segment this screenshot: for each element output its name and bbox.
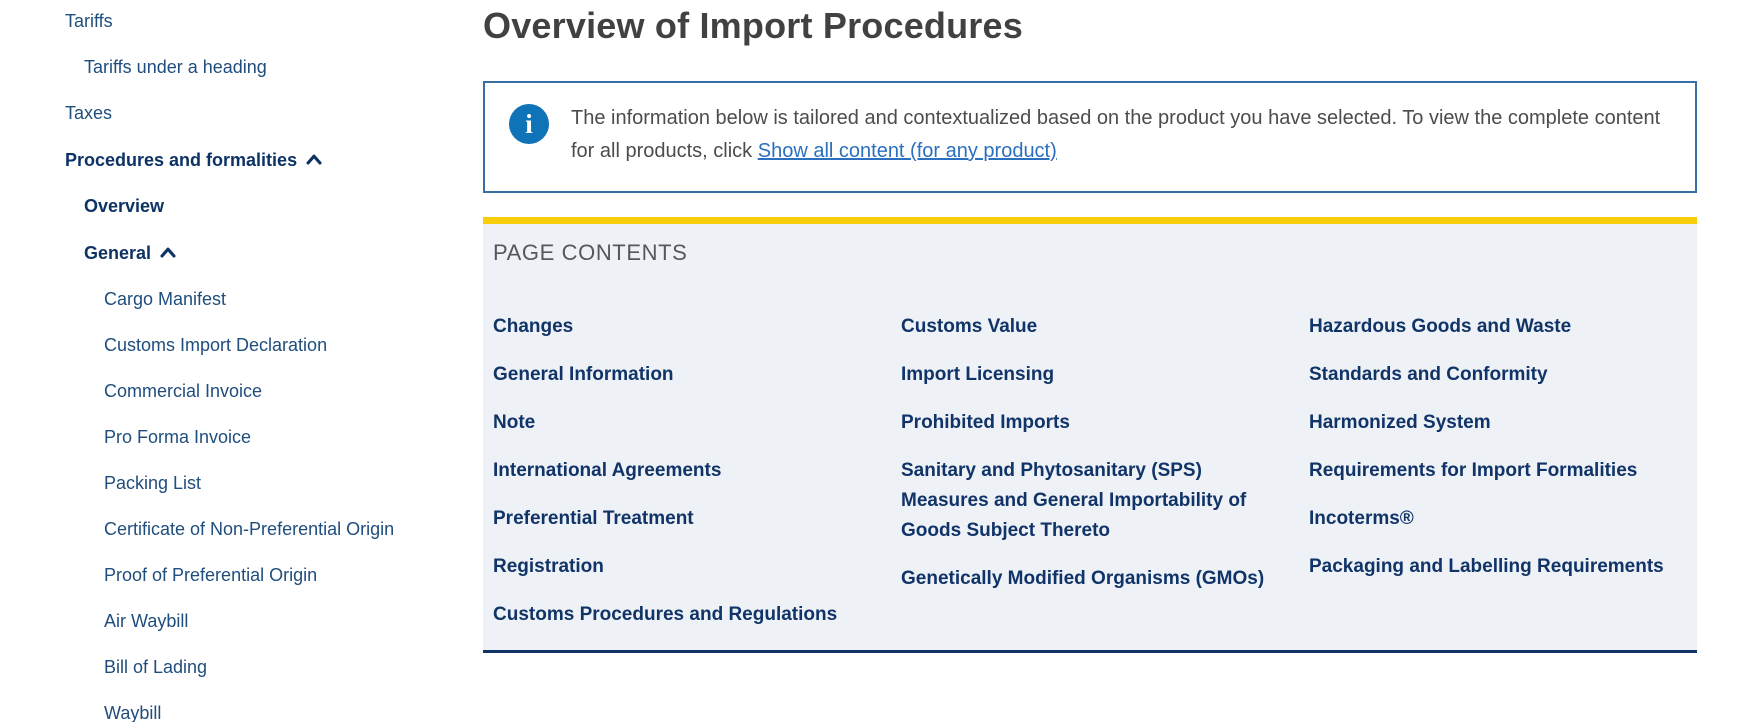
sidebar-item-label: Pro Forma Invoice — [104, 427, 252, 447]
page-contents-link-general-information[interactable]: General Information — [493, 364, 674, 385]
page-contents-link-genetically-modified-organisms-gmos[interactable]: Genetically Modified Organisms (GMOs) — [901, 568, 1265, 589]
info-box: i The information below is tailored and … — [483, 81, 1697, 193]
sidebar-item-bill-of-lading[interactable]: Bill of Lading — [104, 656, 470, 678]
sidebar-item-label: Waybill — [104, 703, 162, 722]
page-contents-link-note[interactable]: Note — [493, 412, 536, 433]
page-contents-link-import-licensing[interactable]: Import Licensing — [901, 364, 1055, 385]
sidebar-item-overview[interactable]: Overview — [84, 195, 470, 217]
page-contents-link-hazardous-goods-and-waste[interactable]: Hazardous Goods and Waste — [1309, 316, 1572, 337]
sidebar-item-pro-forma-invoice[interactable]: Pro Forma Invoice — [104, 426, 470, 448]
info-text: The information below is tailored and co… — [571, 102, 1661, 168]
sidebar-item-label: Bill of Lading — [104, 657, 208, 677]
page-contents-link-packaging-and-labelling-requirements[interactable]: Packaging and Labelling Requirements — [1309, 556, 1664, 577]
sidebar-item-air-waybill[interactable]: Air Waybill — [104, 610, 470, 632]
sidebar-item-cargo-manifest[interactable]: Cargo Manifest — [104, 288, 470, 310]
info-icon: i — [509, 104, 549, 144]
sidebar-item-tariffs[interactable]: Tariffs — [65, 10, 470, 32]
sidebar-item-taxes[interactable]: Taxes — [65, 102, 470, 124]
info-text-body: The information below is tailored and co… — [571, 107, 1661, 162]
sidebar-item-tariffs-under-a-heading[interactable]: Tariffs under a heading — [84, 56, 470, 78]
sidebar-item-label: Procedures and formalities — [65, 150, 298, 170]
sidebar-item-proof-of-preferential-origin[interactable]: Proof of Preferential Origin — [104, 564, 470, 586]
sidebar-item-label: Tariffs — [65, 11, 113, 31]
sidebar-item-customs-import-declaration[interactable]: Customs Import Declaration — [104, 334, 470, 356]
sidebar-item-label: Taxes — [65, 103, 113, 123]
sidebar-item-label: Certificate of Non-Preferential Origin — [104, 519, 395, 539]
page-contents-link-international-agreements[interactable]: International Agreements — [493, 460, 722, 481]
page-contents-link-preferential-treatment[interactable]: Preferential Treatment — [493, 508, 694, 529]
sidebar-item-label: General — [84, 243, 152, 263]
show-all-content-link[interactable]: Show all content (for any product) — [757, 140, 1057, 162]
page-contents-link-changes[interactable]: Changes — [493, 316, 574, 337]
sidebar-item-packing-list[interactable]: Packing List — [104, 472, 470, 494]
sidebar-item-label: Cargo Manifest — [104, 289, 227, 309]
page-contents-link-customs-procedures-and-regulations[interactable]: Customs Procedures and Regulations — [493, 604, 838, 625]
page-contents-link-standards-and-conformity[interactable]: Standards and Conformity — [1309, 364, 1548, 385]
page-contents-link-customs-value[interactable]: Customs Value — [901, 316, 1038, 337]
chevron-up-icon[interactable] — [306, 148, 322, 170]
chevron-up-icon[interactable] — [160, 241, 176, 263]
page-contents-heading: PAGE CONTENTS — [493, 240, 688, 265]
sidebar-item-label: Tariffs under a heading — [84, 57, 267, 77]
sidebar-item-waybill[interactable]: Waybill — [104, 702, 470, 722]
main-content: Overview of Import Procedures i The info… — [483, 0, 1697, 653]
page-contents-link-harmonized-system[interactable]: Harmonized System — [1309, 412, 1491, 433]
page-contents-link-incoterms[interactable]: Incoterms® — [1309, 508, 1414, 529]
sidebar-item-general[interactable]: General — [84, 241, 470, 264]
page-contents-link-prohibited-imports[interactable]: Prohibited Imports — [901, 412, 1070, 433]
sidebar-item-label: Overview — [84, 196, 165, 216]
page-contents-link-sanitary-and-phytosanitary-sps-measures-and-general-importability-of-goods-subject-thereto[interactable]: Sanitary and Phytosanitary (SPS) Measure… — [901, 460, 1247, 541]
sidebar-item-label: Proof of Preferential Origin — [104, 565, 318, 585]
sidebar-item-label: Packing List — [104, 473, 202, 493]
page-contents-link-requirements-for-import-formalities[interactable]: Requirements for Import Formalities — [1309, 460, 1638, 481]
sidebar-item-certificate-of-non-preferential-origin[interactable]: Certificate of Non-Preferential Origin — [104, 518, 470, 540]
sidebar-item-label: Customs Import Declaration — [104, 335, 328, 355]
sidebar-item-label: Commercial Invoice — [104, 381, 263, 401]
sidebar-item-label: Air Waybill — [104, 611, 189, 631]
page-contents-link-registration[interactable]: Registration — [493, 556, 604, 577]
sidebar-item-procedures-and-formalities[interactable]: Procedures and formalities — [65, 148, 470, 171]
sidebar-item-commercial-invoice[interactable]: Commercial Invoice — [104, 380, 470, 402]
page-title: Overview of Import Procedures — [483, 5, 1023, 46]
